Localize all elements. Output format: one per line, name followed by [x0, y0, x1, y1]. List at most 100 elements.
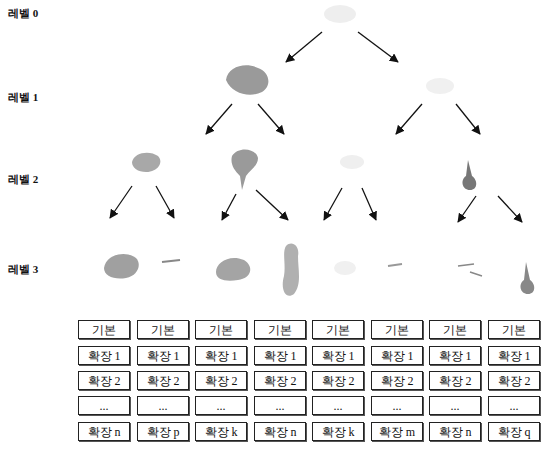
- record-box: 확장 k: [195, 422, 247, 441]
- record-box: 기본: [195, 320, 247, 339]
- record-box: 기본: [488, 320, 540, 339]
- record-box: 확장 1: [488, 346, 540, 365]
- record-box: 확장 n: [429, 422, 481, 441]
- level-label: 레벨 0: [8, 6, 38, 21]
- record-box: ...: [312, 396, 364, 415]
- box-text: 기본: [443, 324, 467, 336]
- level2-shape: [340, 155, 364, 169]
- record-box: 기본: [312, 320, 364, 339]
- box-text: 확장 2: [322, 375, 355, 387]
- box-text: 확장 q: [498, 426, 531, 438]
- level2-shape: [132, 153, 160, 172]
- box-text: 기본: [268, 324, 292, 336]
- record-box: 확장 m: [371, 422, 423, 441]
- record-box: 기본: [371, 320, 423, 339]
- record-box: 확장 2: [488, 371, 540, 390]
- box-text: 확장 n: [439, 426, 472, 438]
- box-text: ...: [393, 400, 402, 412]
- box-text: 확장 m: [379, 426, 415, 438]
- level3-shape: [334, 261, 356, 275]
- box-text: 확장 2: [88, 375, 121, 387]
- record-box: 기본: [137, 320, 189, 339]
- record-box: 확장 1: [137, 346, 189, 365]
- box-text: 기본: [326, 324, 350, 336]
- record-box: 확장 2: [429, 371, 481, 390]
- box-text: ...: [159, 400, 168, 412]
- record-box: 확장 n: [254, 422, 306, 441]
- level3-shape: [216, 258, 250, 281]
- level3-shape: [521, 262, 535, 294]
- record-box: 확장 p: [137, 422, 189, 441]
- box-text: 확장 n: [264, 426, 297, 438]
- box-text: 확장 k: [322, 426, 355, 438]
- level-label: 레벨 2: [8, 172, 38, 187]
- box-text: 기본: [502, 324, 526, 336]
- box-text: 확장 1: [205, 350, 238, 362]
- record-box: 확장 2: [371, 371, 423, 390]
- record-box: ...: [78, 396, 130, 415]
- level-label: 레벨 1: [8, 90, 38, 105]
- record-box: 확장 1: [78, 346, 130, 365]
- box-text: 확장 k: [205, 426, 238, 438]
- box-text: 확장 2: [147, 375, 180, 387]
- record-box: 기본: [78, 320, 130, 339]
- box-text: 확장 p: [147, 426, 180, 438]
- record-box: 확장 q: [488, 422, 540, 441]
- box-text: 기본: [385, 324, 409, 336]
- record-box: 확장 1: [371, 346, 423, 365]
- record-box: 확장 k: [312, 422, 364, 441]
- box-text: ...: [334, 400, 343, 412]
- record-box: 확장 1: [429, 346, 481, 365]
- level3-shape: [283, 244, 299, 296]
- level-label: 레벨 3: [8, 262, 38, 277]
- level1-shape: [226, 65, 268, 94]
- box-text: 확장 1: [88, 350, 121, 362]
- box-text: 기본: [209, 324, 233, 336]
- level3-shape: [388, 264, 402, 266]
- record-box: ...: [137, 396, 189, 415]
- level3-shape: [104, 254, 139, 279]
- record-box: 확장 2: [78, 371, 130, 390]
- level2-shape: [231, 149, 258, 190]
- record-box: ...: [254, 396, 306, 415]
- record-box: 확장 n: [78, 422, 130, 441]
- record-box: ...: [371, 396, 423, 415]
- box-text: 확장 1: [322, 350, 355, 362]
- record-box: 기본: [254, 320, 306, 339]
- level3-shape: [458, 264, 482, 276]
- box-text: 기본: [92, 324, 116, 336]
- box-text: 확장 2: [439, 375, 472, 387]
- record-box: ...: [429, 396, 481, 415]
- box-text: 확장 2: [498, 375, 531, 387]
- box-text: ...: [100, 400, 109, 412]
- box-text: 확장 1: [498, 350, 531, 362]
- record-box: ...: [195, 396, 247, 415]
- record-box: 확장 2: [312, 371, 364, 390]
- level0-shape: [324, 5, 356, 23]
- record-box: ...: [488, 396, 540, 415]
- record-box: 확장 1: [312, 346, 364, 365]
- box-text: 확장 1: [381, 350, 414, 362]
- level3-shape: [162, 260, 180, 262]
- box-text: 확장 1: [264, 350, 297, 362]
- box-text: ...: [276, 400, 285, 412]
- box-text: 확장 2: [264, 375, 297, 387]
- box-text: 확장 1: [439, 350, 472, 362]
- box-text: ...: [510, 400, 519, 412]
- record-box: 기본: [429, 320, 481, 339]
- box-text: 확장 2: [381, 375, 414, 387]
- level2-shape: [463, 160, 477, 190]
- box-text: 확장 2: [205, 375, 238, 387]
- record-box: 확장 2: [195, 371, 247, 390]
- box-text: 확장 1: [147, 350, 180, 362]
- box-text: ...: [451, 400, 460, 412]
- record-box: 확장 2: [137, 371, 189, 390]
- box-text: 확장 n: [88, 426, 121, 438]
- record-box: 확장 2: [254, 371, 306, 390]
- record-box: 확장 1: [254, 346, 306, 365]
- box-text: 기본: [151, 324, 175, 336]
- level1-shape: [426, 78, 454, 94]
- record-box: 확장 1: [195, 346, 247, 365]
- box-text: ...: [217, 400, 226, 412]
